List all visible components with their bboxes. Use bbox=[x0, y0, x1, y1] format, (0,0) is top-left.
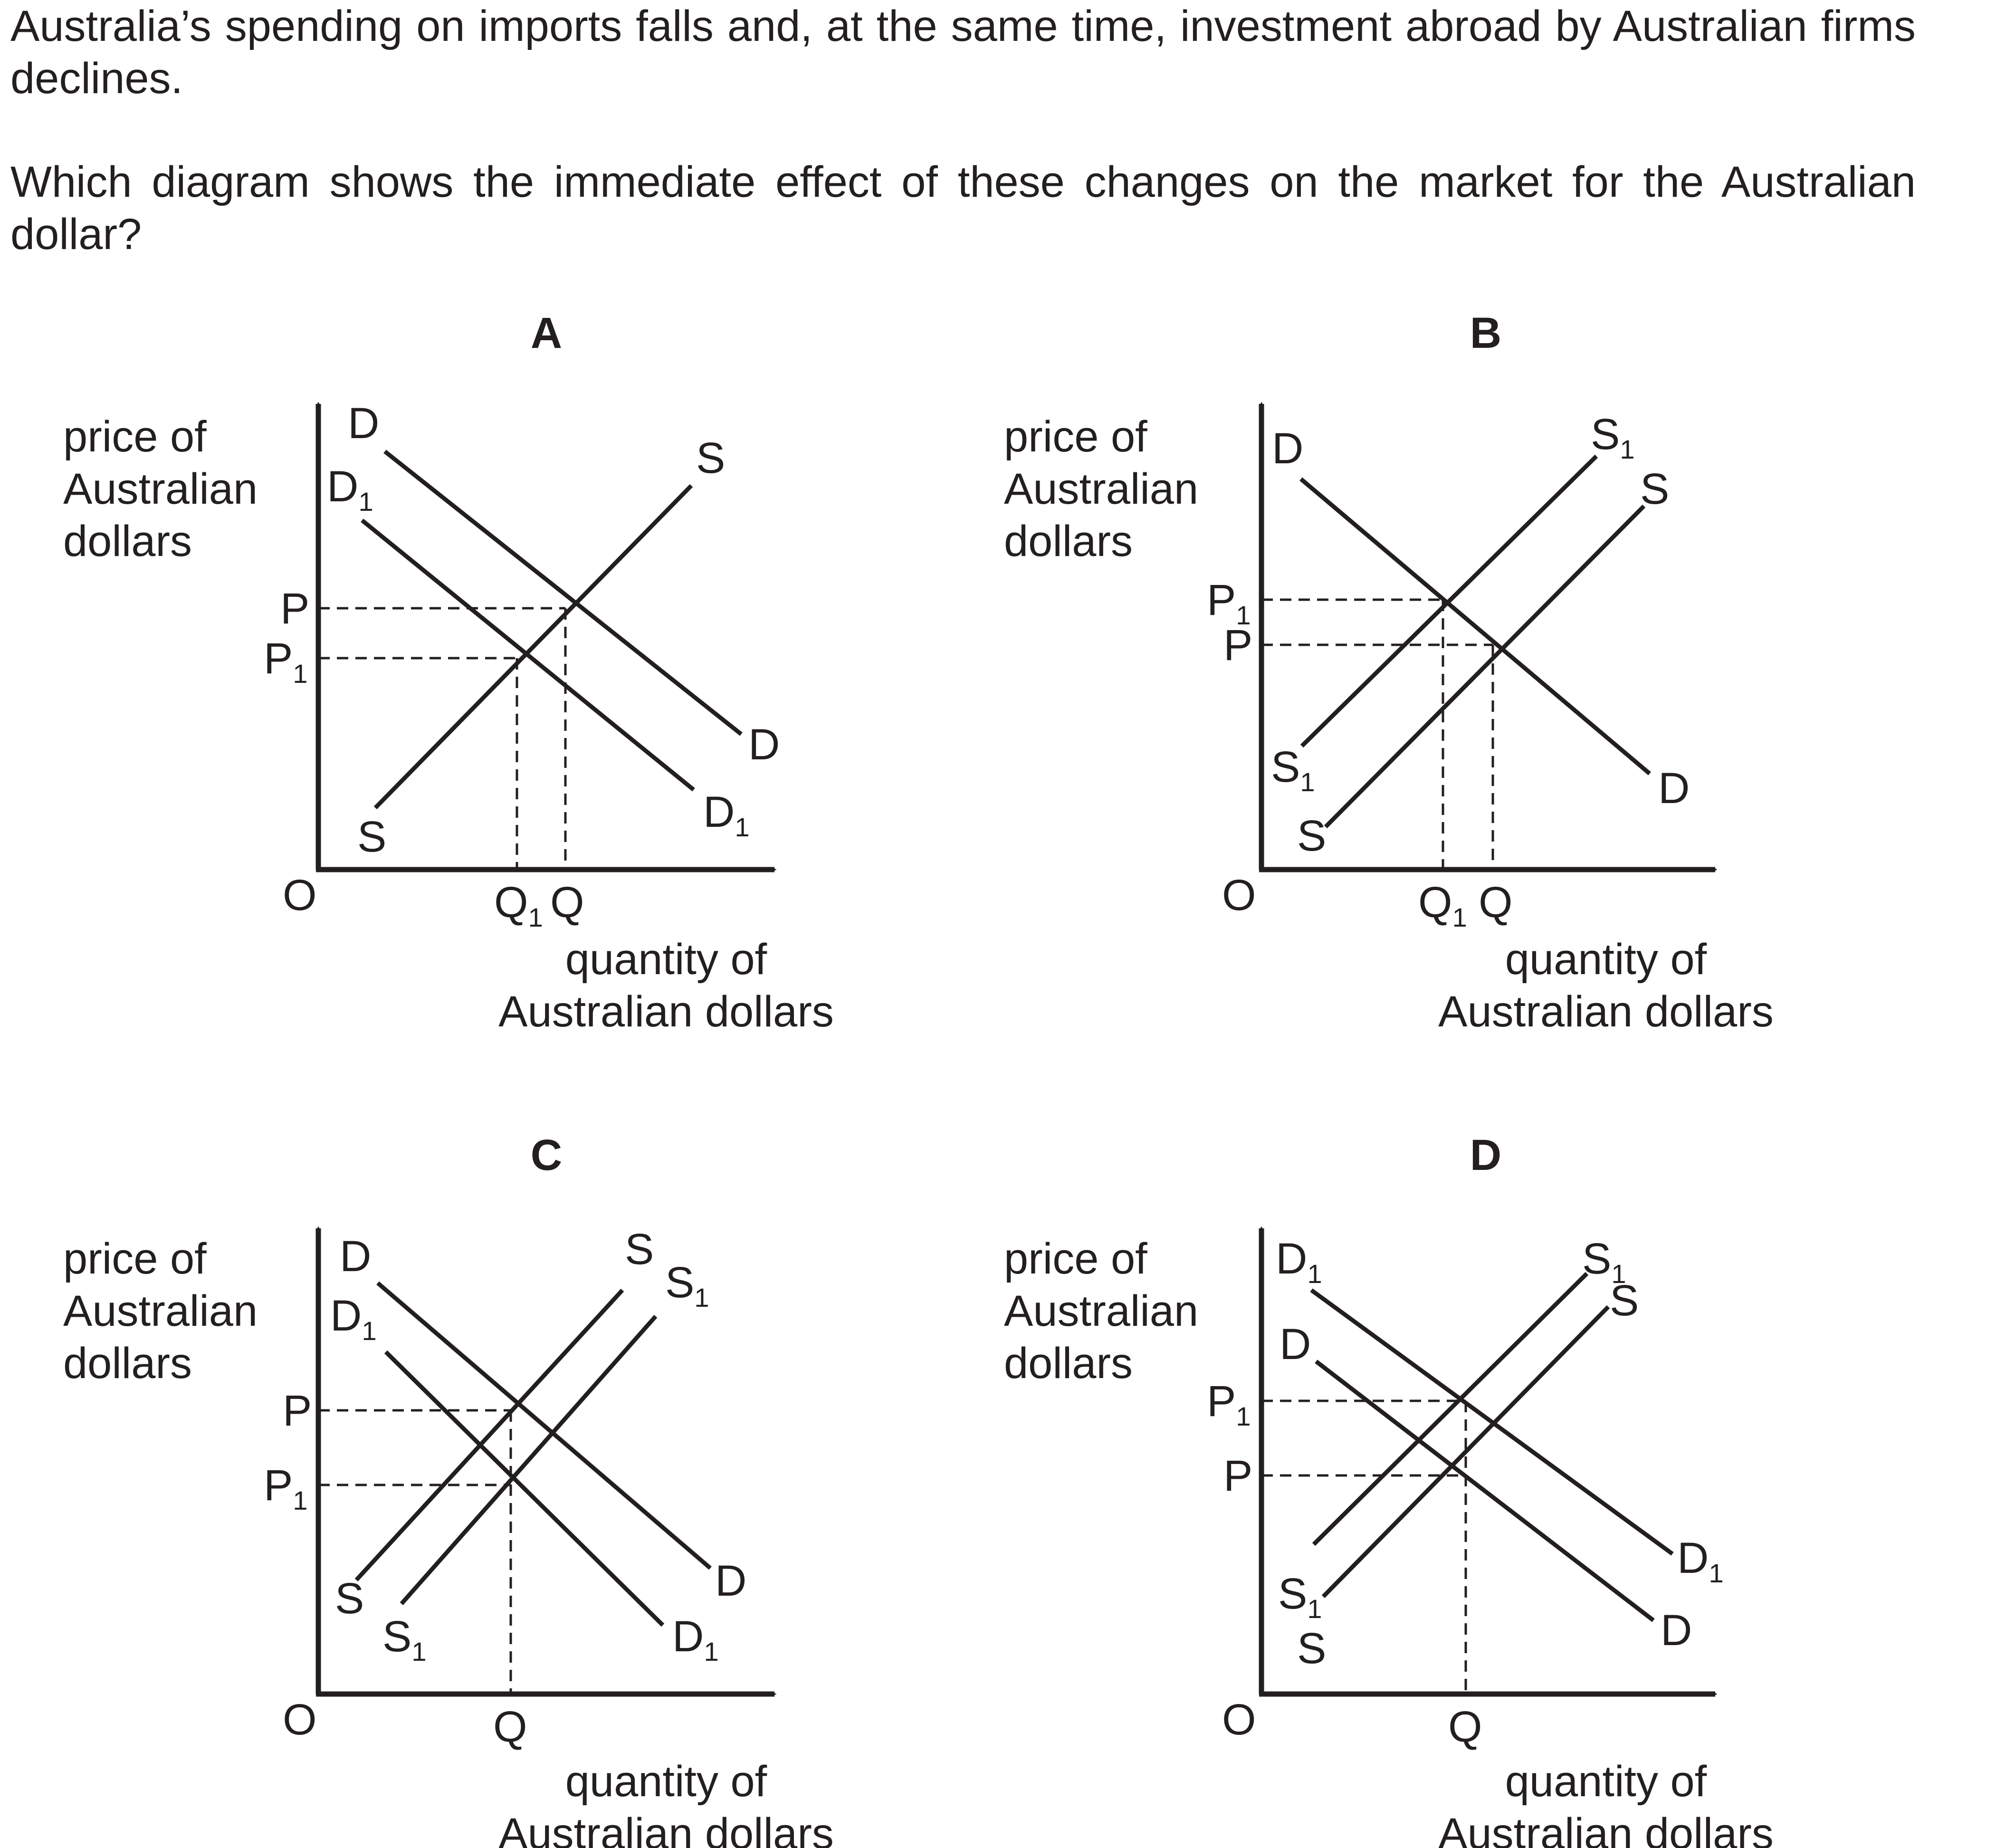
supply-curve bbox=[1324, 504, 1646, 829]
price-tick-label: P1 bbox=[1207, 1377, 1251, 1431]
curve-end-label: D bbox=[1658, 764, 1690, 813]
price-tick-label: P bbox=[1223, 1452, 1252, 1500]
x-axis-label: Australian dollars bbox=[498, 1810, 834, 1848]
x-axis-label: Australian dollars bbox=[1438, 1810, 1774, 1848]
origin-label: O bbox=[1222, 871, 1256, 919]
quantity-tick-label: Q1 bbox=[1418, 878, 1467, 932]
demand-curve bbox=[376, 1281, 712, 1570]
curve-label: S bbox=[1610, 1276, 1639, 1325]
x-axis-label: quantity of bbox=[1505, 1757, 1707, 1806]
demand-curve bbox=[383, 450, 743, 736]
curve-label: D bbox=[340, 1232, 371, 1281]
curve-end-label: D1 bbox=[1677, 1534, 1724, 1588]
question-stem: Australia’s spending on imports falls an… bbox=[10, 2, 1916, 103]
y-axis-label: Australian bbox=[63, 1287, 258, 1335]
curve-end-label: D1 bbox=[672, 1612, 719, 1666]
curve-label: D1 bbox=[1276, 1235, 1322, 1289]
x-axis-label: quantity of bbox=[565, 935, 767, 984]
curve-end-label: D bbox=[1661, 1606, 1692, 1655]
y-axis-label: Australian bbox=[1004, 1287, 1198, 1335]
curve-label: D bbox=[1280, 1320, 1311, 1369]
curve-label: D bbox=[1272, 424, 1303, 473]
supply-curve bbox=[373, 484, 693, 810]
curve-label: D1 bbox=[327, 462, 373, 517]
curve-end-label: S1 bbox=[382, 1612, 427, 1666]
supply-curve bbox=[400, 1315, 658, 1605]
y-axis-label: price of bbox=[63, 412, 207, 461]
y-axis-label: dollars bbox=[1004, 517, 1133, 565]
quantity-tick-label: Q bbox=[1479, 878, 1513, 927]
demand-curve bbox=[1299, 477, 1651, 776]
curve-label: S bbox=[1640, 465, 1669, 513]
price-tick-label: P bbox=[283, 1387, 312, 1435]
diagram-title: D bbox=[1470, 1131, 1501, 1179]
curve-end-label: D bbox=[715, 1557, 746, 1605]
demand-curve bbox=[1315, 1360, 1655, 1622]
supply-curve bbox=[1300, 454, 1598, 748]
curve-end-label: S bbox=[1297, 1624, 1326, 1673]
quantity-tick-label: Q bbox=[550, 878, 584, 927]
curve-end-label: D bbox=[748, 720, 780, 769]
curve-end-label: S1 bbox=[1271, 743, 1315, 797]
demand-curve bbox=[384, 1350, 665, 1627]
curve-label: S bbox=[625, 1225, 654, 1273]
price-tick-label: P bbox=[1223, 621, 1252, 670]
origin-label: O bbox=[283, 871, 317, 919]
x-axis-label: Australian dollars bbox=[498, 987, 834, 1036]
price-tick-label: P1 bbox=[264, 1461, 308, 1515]
curve-end-label: S bbox=[1297, 812, 1326, 860]
y-axis-label: price of bbox=[1004, 412, 1147, 461]
y-axis-label: Australian bbox=[1004, 465, 1198, 513]
quantity-tick-label: Q1 bbox=[494, 878, 543, 932]
origin-label: O bbox=[1222, 1695, 1256, 1744]
y-axis-label: dollars bbox=[63, 517, 192, 565]
curve-label: D1 bbox=[330, 1292, 377, 1346]
curve-end-label: D1 bbox=[703, 788, 750, 842]
y-axis-label: Australian bbox=[63, 465, 258, 513]
curve-label: S1 bbox=[665, 1258, 709, 1312]
price-tick-label: P bbox=[280, 584, 309, 633]
quantity-tick-label: Q bbox=[493, 1703, 527, 1751]
curve-label: D bbox=[348, 399, 379, 448]
diagram-title: A bbox=[531, 309, 562, 357]
y-axis-label: dollars bbox=[63, 1339, 192, 1388]
origin-label: O bbox=[283, 1695, 317, 1744]
curve-end-label: S bbox=[335, 1574, 364, 1623]
x-axis-label: Australian dollars bbox=[1438, 987, 1774, 1036]
demand-curve bbox=[1310, 1288, 1674, 1556]
curve-label: S1 bbox=[1591, 410, 1635, 464]
y-axis-label: price of bbox=[1004, 1235, 1147, 1283]
x-axis-label: quantity of bbox=[565, 1757, 767, 1806]
curve-label: S bbox=[696, 434, 725, 482]
price-tick-label: P1 bbox=[264, 634, 308, 689]
curve-end-label: S1 bbox=[1278, 1570, 1322, 1624]
supply-curve bbox=[1312, 1272, 1589, 1546]
question-prompt: Which diagram shows the immediate effect… bbox=[10, 158, 1916, 259]
price-tick-label: P1 bbox=[1207, 576, 1251, 630]
curve-end-label: S bbox=[357, 813, 386, 861]
diagram-title: B bbox=[1470, 309, 1501, 357]
x-axis-label: quantity of bbox=[1505, 935, 1707, 984]
y-axis-label: dollars bbox=[1004, 1339, 1133, 1388]
quantity-tick-label: Q bbox=[1448, 1703, 1482, 1751]
y-axis-label: price of bbox=[63, 1235, 207, 1283]
diagram-title: C bbox=[531, 1131, 562, 1179]
curve-label: S1 bbox=[1582, 1235, 1626, 1289]
supply-curve bbox=[354, 1288, 624, 1582]
supply-curve bbox=[1321, 1305, 1610, 1599]
